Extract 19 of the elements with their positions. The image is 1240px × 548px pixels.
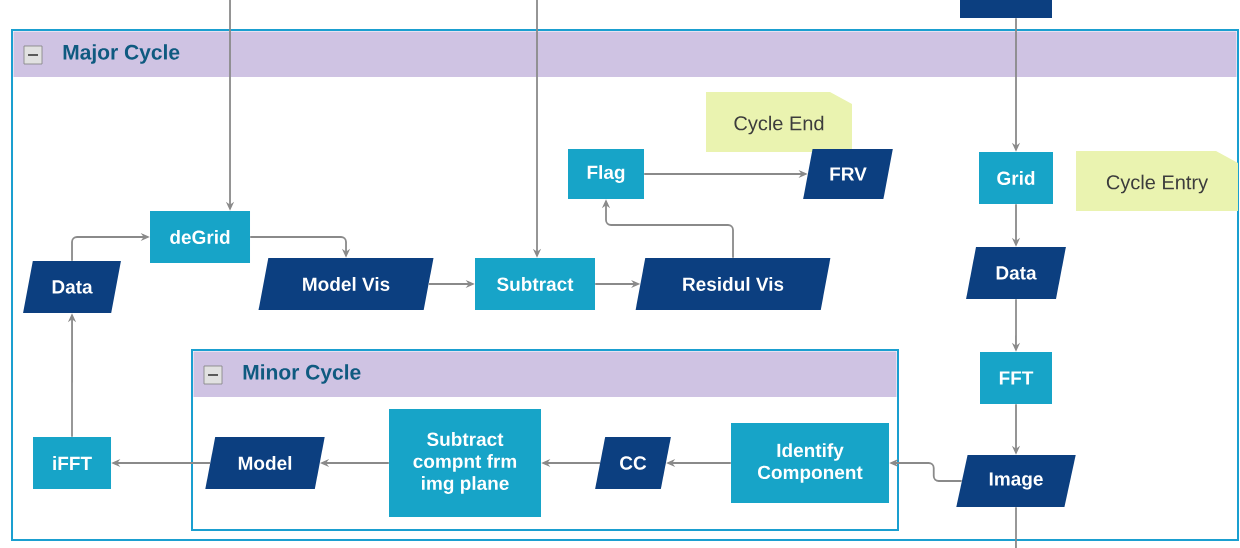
- note-box: Cycle End: [706, 92, 852, 152]
- note-box: Cycle Entry: [1076, 151, 1238, 211]
- process-box: FFT: [980, 352, 1052, 404]
- data-parallelogram: CC: [595, 437, 671, 489]
- data-parallelogram: [960, 0, 1052, 18]
- data-parallelogram: Model Vis: [258, 258, 434, 310]
- data-parallelogram: FRV: [803, 149, 893, 199]
- process-box: Grid: [979, 152, 1053, 204]
- process-box: Identify Component: [731, 423, 889, 503]
- data-parallelogram: Image: [956, 455, 1076, 507]
- data-parallelogram: Data: [966, 247, 1066, 299]
- process-box: Flag: [568, 149, 644, 199]
- process-box: iFFT: [33, 437, 111, 489]
- data-parallelogram: Model: [205, 437, 325, 489]
- data-parallelogram: Residul Vis: [635, 258, 831, 310]
- process-box: Subtract compnt frm img plane: [389, 409, 541, 517]
- process-box: deGrid: [150, 211, 250, 263]
- process-box: Subtract: [475, 258, 595, 310]
- data-parallelogram: Data: [23, 261, 121, 313]
